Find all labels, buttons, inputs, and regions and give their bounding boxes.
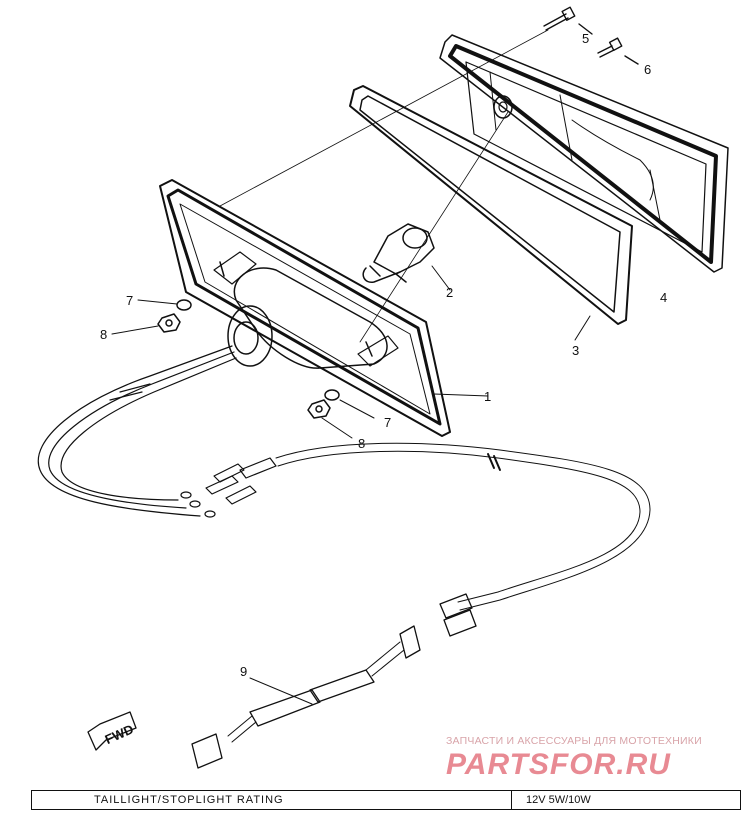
washer-part-7-lower <box>324 389 375 419</box>
callout-8-lower: 8 <box>358 436 365 451</box>
fwd-label: FWD <box>103 721 136 747</box>
callout-9: 9 <box>240 664 247 679</box>
callout-7-lower: 7 <box>384 415 391 430</box>
rating-table: TAILLIGHT/STOPLIGHT RATING 12V 5W/10W <box>31 790 741 810</box>
adapter-harness-part-9 <box>191 625 421 769</box>
lens-gasket-part-3 <box>349 85 633 341</box>
watermark-brand: PARTSFOR.RU <box>446 748 671 781</box>
bulb-part-2 <box>362 223 451 291</box>
washer-part-7-upper <box>137 299 192 311</box>
callout-5: 5 <box>582 31 589 46</box>
taillight-base-part-1 <box>159 179 489 437</box>
rating-label: TAILLIGHT/STOPLIGHT RATING <box>32 791 512 809</box>
taillight-wires <box>37 345 237 518</box>
lens-screw-part-5 <box>543 6 593 35</box>
callout-2: 2 <box>446 285 453 300</box>
rating-value: 12V 5W/10W <box>526 794 591 806</box>
wire-harness <box>275 442 651 637</box>
callout-6: 6 <box>644 62 651 77</box>
taillight-exploded-diagram: 5 6 2 4 3 1 7 8 7 8 9 FWD <box>37 6 729 769</box>
bullet-connectors <box>205 457 277 505</box>
forward-direction-arrow <box>87 711 137 751</box>
callout-8-upper: 8 <box>100 327 107 342</box>
nut-part-8-upper <box>111 313 181 335</box>
taillight-lens-part-4 <box>439 34 729 273</box>
callout-7-upper: 7 <box>126 293 133 308</box>
lens-screw-part-6 <box>597 37 639 65</box>
callout-3: 3 <box>572 343 579 358</box>
callout-4: 4 <box>660 290 667 305</box>
watermark-tagline: ЗАПЧАСТИ И АКСЕССУАРЫ ДЛЯ МОТОТЕХНИКИ <box>446 735 702 747</box>
callout-1: 1 <box>484 389 491 404</box>
assembly-guide-lines <box>219 29 549 343</box>
nut-part-8-lower <box>307 399 353 439</box>
